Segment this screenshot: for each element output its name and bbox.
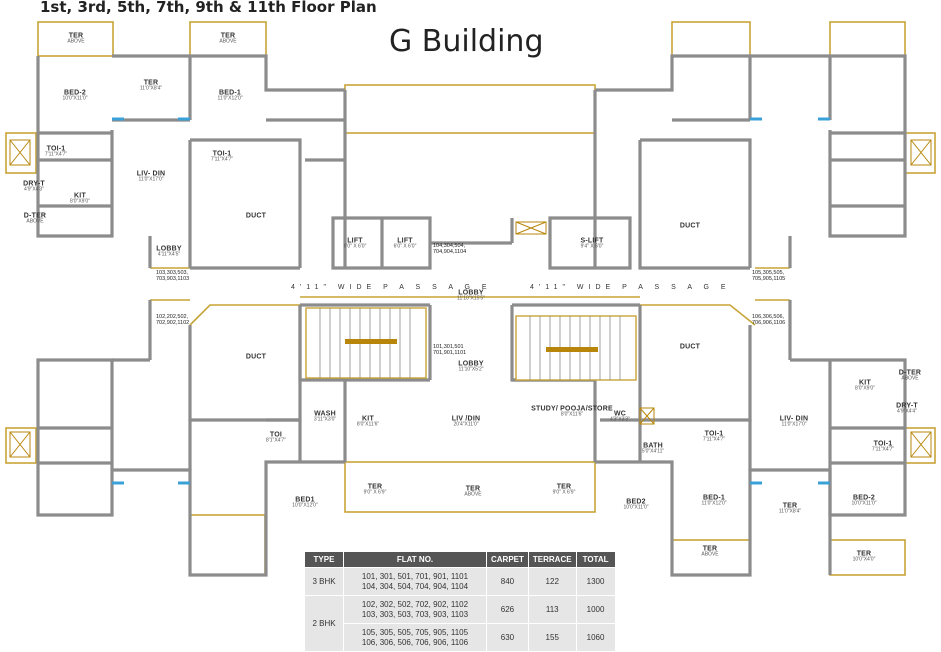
room-label: DUCT: [679, 343, 701, 351]
cell-type: 2 BHK: [304, 595, 344, 652]
building-title: G Building: [389, 24, 544, 59]
cell-carpet: 840: [486, 567, 529, 596]
passage-label: 4'11" WIDE P A S S A G E: [291, 284, 492, 291]
flat-table: TYPE FLAT NO. CARPET TERRACE TOTAL 3 BHK…: [304, 551, 616, 652]
col-flat-no: FLAT NO.: [343, 551, 487, 568]
floor-plan-heading: 1st, 3rd, 5th, 7th, 9th & 11th Floor Pla…: [40, 0, 377, 16]
passage-label: 4'11" WIDE P A S S A G E: [530, 284, 731, 291]
room-label: DUCT: [245, 212, 267, 220]
windows: [112, 117, 830, 485]
cell-type: 3 BHK: [304, 567, 344, 596]
flat-note: 105,305,505, 705,905,1105: [752, 270, 786, 283]
col-carpet: CARPET: [486, 551, 529, 568]
cell-terrace: 113: [527, 595, 577, 624]
flat-note: 106,306,506, 706,906,1106: [752, 314, 786, 327]
cell-terrace: 122: [527, 567, 577, 596]
cell-carpet: 630: [486, 623, 529, 652]
stairs: [305, 307, 637, 381]
col-total: TOTAL: [575, 551, 616, 568]
table-header-row: TYPE FLAT NO. CARPET TERRACE TOTAL: [304, 551, 616, 568]
cell-total: 1000: [575, 595, 616, 624]
col-type: TYPE: [304, 551, 344, 568]
shafts: [9, 139, 932, 458]
cell-terrace: 155: [527, 623, 577, 652]
col-terrace: TERRACE: [527, 551, 577, 568]
flat-note: 104,304,504, 704,904,1104: [433, 243, 467, 256]
cell-carpet: 626: [486, 595, 529, 624]
room-label: DUCT: [679, 222, 701, 230]
room-label: DUCT: [245, 353, 267, 361]
cell-total: 1300: [575, 567, 616, 596]
flat-note: 103,303,503, 703,903,1103: [156, 270, 190, 283]
flat-note: 101,301,501 701,901,1101: [433, 344, 467, 357]
cell-total: 1060: [575, 623, 616, 652]
flat-note: 102,202,502, 702,902,1102: [156, 314, 190, 327]
